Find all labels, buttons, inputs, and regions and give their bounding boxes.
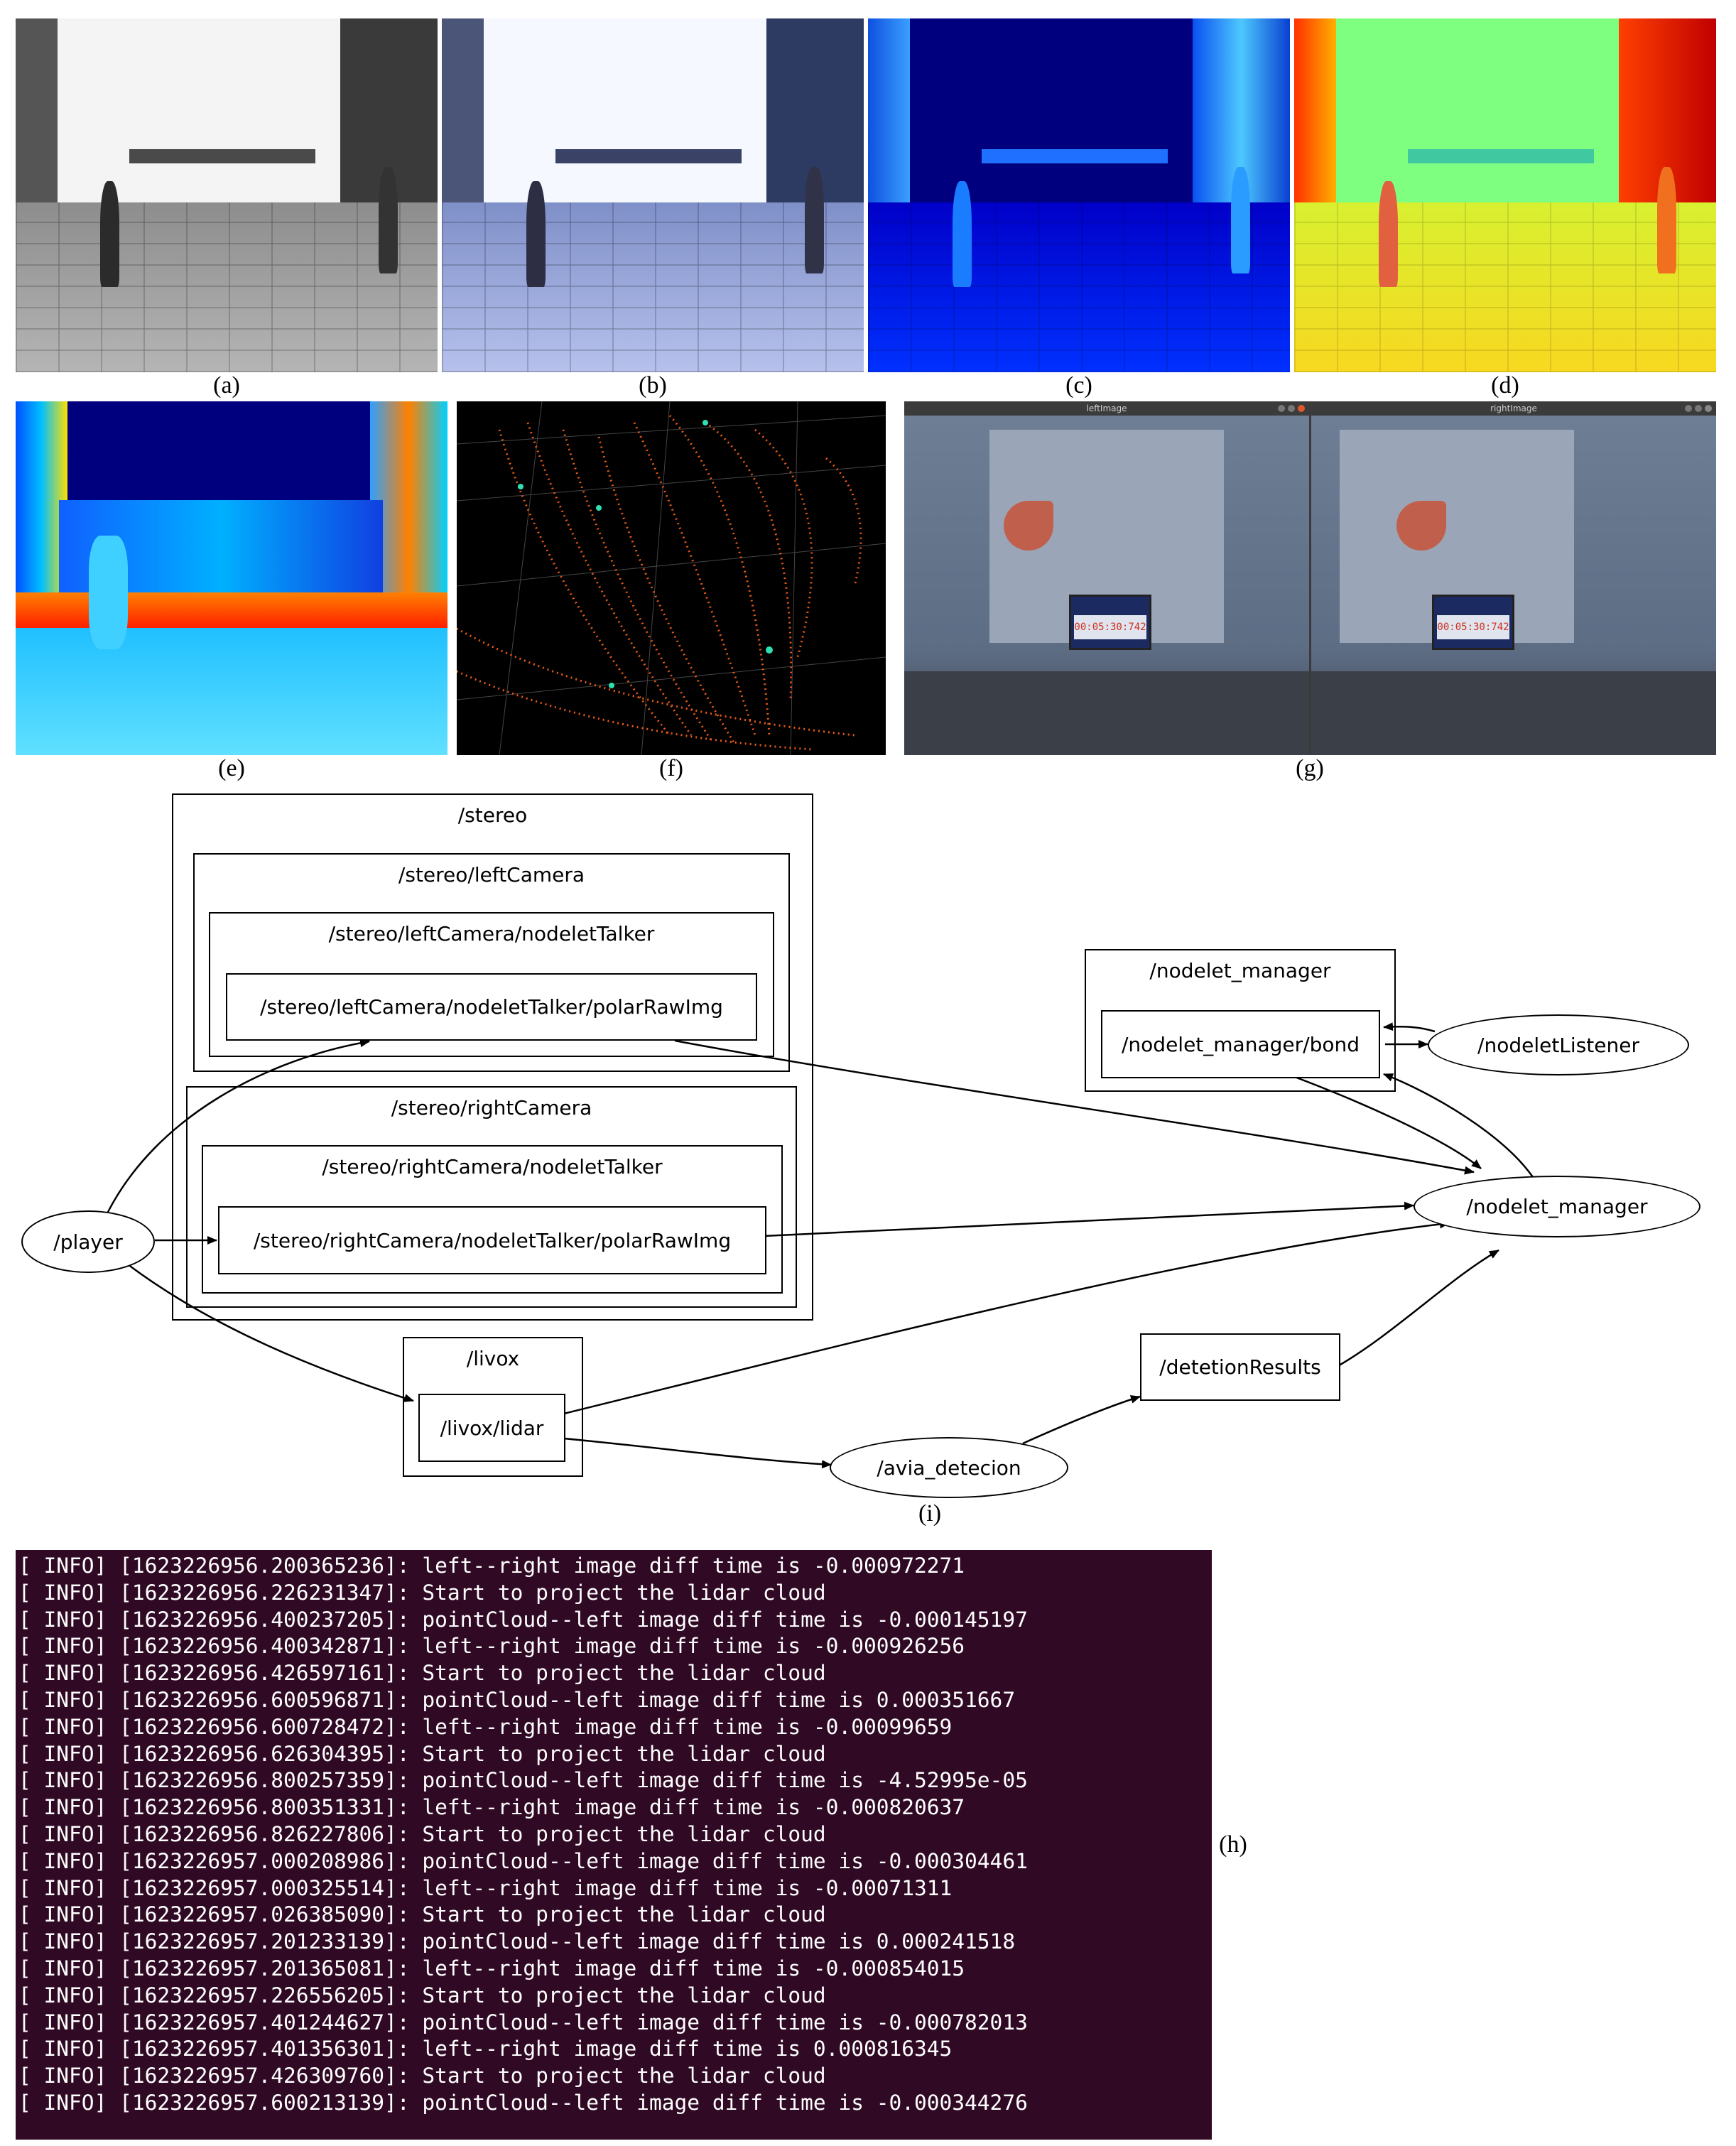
terminal-line: [ INFO] [1623226956.426597161]: Start to… <box>18 1661 826 1686</box>
image-g-stereo-windows: leftImage 00:05:30:742 rightImage 00:05:… <box>904 401 1716 755</box>
caption-c: (c) <box>1065 372 1092 399</box>
minimize-icon[interactable] <box>1278 405 1285 412</box>
node-player[interactable]: /player <box>21 1210 155 1273</box>
flame-logo-icon <box>1004 501 1053 551</box>
group-nodelet-manager: /nodelet_manager <box>1085 949 1396 1092</box>
terminal-line: [ INFO] [1623226956.600596871]: pointClo… <box>18 1687 1016 1712</box>
terminal-line: [ INFO] [1623226956.400237205]: pointClo… <box>18 1607 1028 1632</box>
minimize-icon[interactable] <box>1685 405 1692 412</box>
image-d-polarization-aop <box>1294 18 1716 372</box>
terminal-line: [ INFO] [1623226956.626304395]: Start to… <box>18 1741 826 1766</box>
terminal-line: [ INFO] [1623226957.426309760]: Start to… <box>18 2064 826 2088</box>
terminal-line: [ INFO] [1623226956.200365236]: left--ri… <box>18 1554 965 1578</box>
image-e-depth-map <box>16 401 447 755</box>
caption-i: (i) <box>918 1500 942 1527</box>
terminal-line: [ INFO] [1623226956.226231347]: Start to… <box>18 1580 826 1605</box>
group-stereo: /stereo <box>172 793 813 1321</box>
group-right-camera-label: /stereo/rightCamera <box>391 1096 592 1120</box>
node-detection-results[interactable]: /detetionResults <box>1140 1333 1340 1401</box>
terminal-line: [ INFO] [1623226957.201365081]: left--ri… <box>18 1956 965 1980</box>
node-livox-lidar[interactable]: /livox/lidar <box>418 1394 565 1462</box>
left-window-titlebar[interactable]: leftImage <box>904 401 1309 416</box>
group-stereo-label: /stereo <box>457 803 528 827</box>
maximize-icon[interactable] <box>1695 405 1702 412</box>
terminal-line: [ INFO] [1623226957.000208986]: pointClo… <box>18 1848 1028 1873</box>
terminal-line: [ INFO] [1623226957.401244627]: pointClo… <box>18 2010 1028 2034</box>
right-window-titlebar[interactable]: rightImage <box>1311 401 1716 416</box>
terminal-line: [ INFO] [1623226956.800351331]: left--ri… <box>18 1795 965 1820</box>
node-nodelet-listener[interactable]: /nodeletListener <box>1428 1014 1689 1075</box>
node-nodelet-manager-bond[interactable]: /nodelet_manager/bond <box>1101 1010 1380 1078</box>
node-right-polar-raw-img[interactable]: /stereo/rightCamera/nodeletTalker/polarR… <box>218 1206 766 1274</box>
group-livox: /livox <box>403 1337 583 1477</box>
terminal-line: [ INFO] [1623226957.026385090]: Start to… <box>18 1902 826 1927</box>
close-icon[interactable] <box>1705 405 1712 412</box>
caption-f: (f) <box>659 755 683 781</box>
laptop-timer: 00:05:30:742 <box>1437 615 1509 639</box>
image-f-lidar-point-cloud <box>457 401 886 755</box>
terminal-line: [ INFO] [1623226956.826227806]: Start to… <box>18 1821 826 1846</box>
group-left-talker: /stereo/leftCamera/nodeletTalker <box>209 912 774 1057</box>
image-b-rgb <box>442 18 864 372</box>
image-c-polarization-dolp <box>868 18 1290 372</box>
caption-g: (g) <box>1296 755 1324 781</box>
maximize-icon[interactable] <box>1288 405 1295 412</box>
terminal-output[interactable]: [ INFO] [1623226956.200365236]: left--ri… <box>16 1550 1212 2140</box>
caption-a: (a) <box>213 372 240 399</box>
group-left-talker-label: /stereo/leftCamera/nodeletTalker <box>328 922 655 945</box>
terminal-line: [ INFO] [1623226957.401356301]: left--ri… <box>18 2037 953 2061</box>
caption-h: (h) <box>1219 1831 1247 1858</box>
group-right-camera: /stereo/rightCamera <box>186 1086 797 1308</box>
terminal-line: [ INFO] [1623226956.600728472]: left--ri… <box>18 1714 953 1739</box>
group-left-camera: /stereo/leftCamera <box>193 853 790 1072</box>
point-cloud-graphic <box>457 401 886 755</box>
right-window-title: rightImage <box>1490 403 1537 413</box>
terminal-line: [ INFO] [1623226956.400342871]: left--ri… <box>18 1634 965 1659</box>
terminal-line: [ INFO] [1623226956.800257359]: pointClo… <box>18 1768 1028 1793</box>
caption-d: (d) <box>1491 372 1519 399</box>
image-a-grayscale <box>16 18 438 372</box>
flame-logo-icon <box>1396 501 1446 551</box>
node-avia-detecion[interactable]: /avia_detecion <box>830 1437 1068 1498</box>
laptop-timer: 00:05:30:742 <box>1074 615 1146 639</box>
group-right-talker-label: /stereo/rightCamera/nodeletTalker <box>322 1155 663 1178</box>
group-left-camera-label: /stereo/leftCamera <box>398 863 585 887</box>
caption-e: (e) <box>218 755 245 781</box>
close-icon[interactable] <box>1298 405 1305 412</box>
group-nodelet-manager-label: /nodelet_manager <box>1149 959 1331 982</box>
group-right-talker: /stereo/rightCamera/nodeletTalker <box>202 1145 783 1294</box>
left-window-title: leftImage <box>1086 403 1127 413</box>
terminal-line: [ INFO] [1623226957.600213139]: pointClo… <box>18 2090 1028 2115</box>
caption-b: (b) <box>639 372 667 399</box>
terminal-line: [ INFO] [1623226957.201233139]: pointClo… <box>18 1929 1016 1954</box>
terminal-line: [ INFO] [1623226957.226556205]: Start to… <box>18 1983 826 2007</box>
node-left-polar-raw-img[interactable]: /stereo/leftCamera/nodeletTalker/polarRa… <box>226 973 757 1041</box>
node-nodelet-manager[interactable]: /nodelet_manager <box>1414 1176 1700 1237</box>
group-livox-label: /livox <box>466 1347 520 1370</box>
terminal-line: [ INFO] [1623226957.000325514]: left--ri… <box>18 1875 953 1900</box>
